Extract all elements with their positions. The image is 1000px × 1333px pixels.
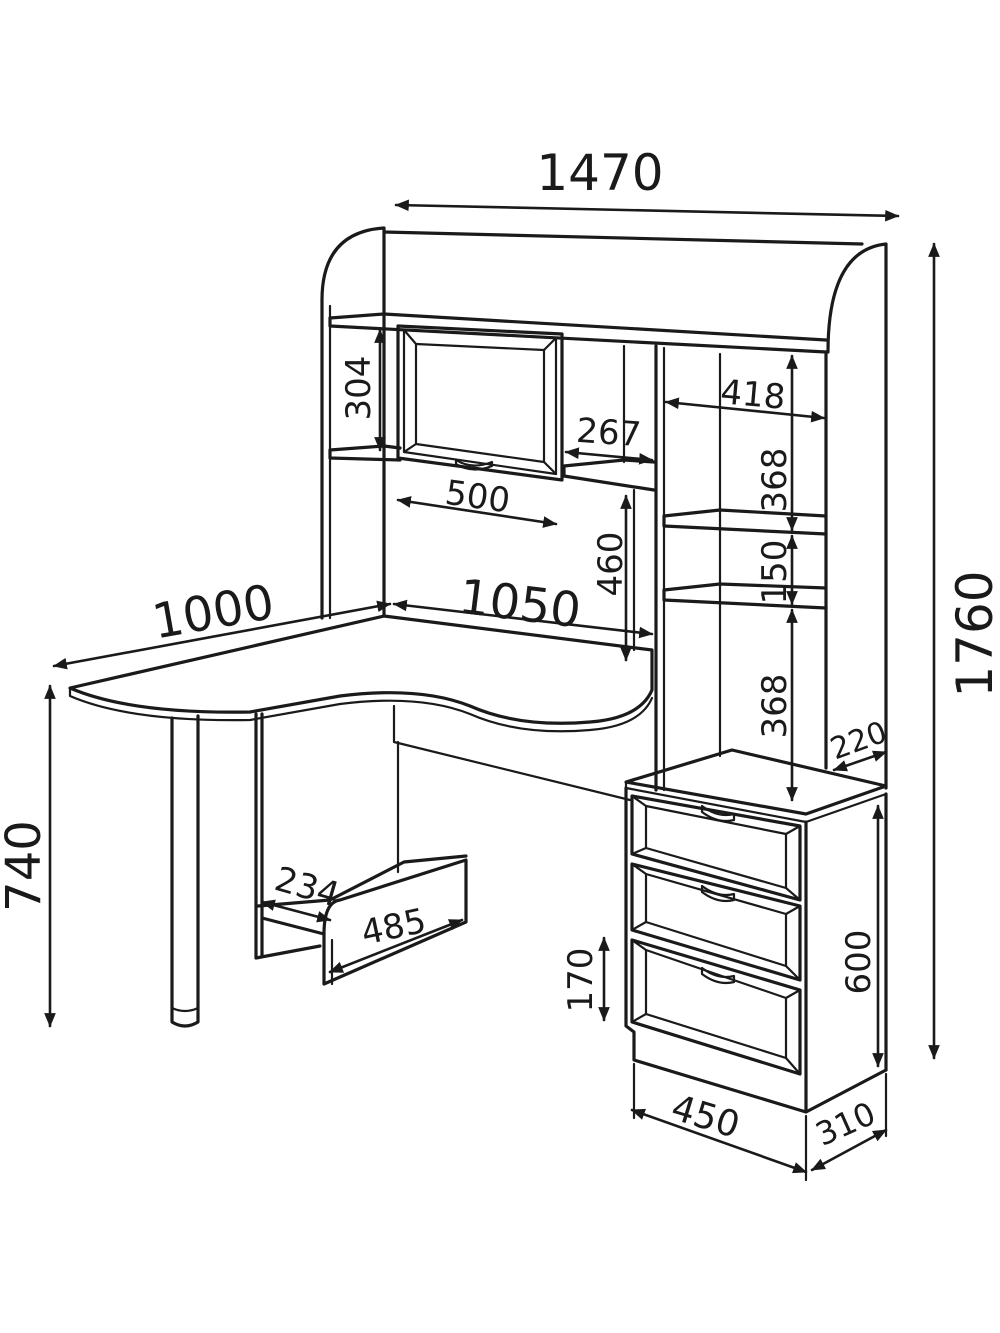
pedestal-body bbox=[624, 786, 888, 1114]
left-side-panel bbox=[320, 226, 386, 620]
desktop bbox=[68, 614, 654, 1028]
label-220: 220 bbox=[826, 715, 892, 767]
left-lower-shelf bbox=[328, 444, 402, 462]
rack-shelf-2 bbox=[662, 582, 828, 610]
dim-line-220 bbox=[832, 750, 888, 772]
dim-line-450 bbox=[630, 1108, 808, 1174]
dim-line-485 bbox=[328, 918, 464, 974]
support-leg bbox=[170, 714, 200, 1028]
middle-shelf-267 bbox=[562, 458, 656, 492]
label-418: 418 bbox=[719, 372, 787, 418]
label-368-bottom: 368 bbox=[755, 674, 795, 739]
upper-cabinet bbox=[396, 324, 564, 482]
desktop-surface bbox=[68, 614, 654, 725]
label-304: 304 bbox=[339, 356, 379, 421]
dim-line-310 bbox=[810, 1128, 888, 1172]
label-600: 600 bbox=[839, 930, 879, 995]
label-267: 267 bbox=[575, 411, 643, 455]
right-side-panel bbox=[826, 242, 888, 790]
label-1000: 1000 bbox=[148, 574, 278, 650]
drawer-1-handle-icon[interactable] bbox=[700, 804, 736, 823]
label-460: 460 bbox=[591, 532, 631, 597]
label-450: 450 bbox=[667, 1087, 745, 1146]
drawer-pedestal bbox=[624, 748, 888, 1114]
cabinet-handle-icon[interactable] bbox=[454, 458, 494, 471]
label-1470: 1470 bbox=[536, 144, 663, 202]
dim-line-1000 bbox=[52, 600, 392, 670]
drawer-3[interactable] bbox=[630, 938, 802, 1076]
label-150: 150 bbox=[755, 540, 795, 605]
back-top-edge bbox=[382, 230, 864, 246]
label-368-top: 368 bbox=[755, 448, 795, 513]
dim-line-267 bbox=[564, 447, 654, 465]
dim-line-234 bbox=[260, 899, 332, 923]
label-500: 500 bbox=[443, 473, 513, 522]
under-desk-support bbox=[254, 712, 322, 960]
label-740: 740 bbox=[0, 820, 52, 912]
hutch bbox=[320, 226, 888, 792]
dim-line-500 bbox=[396, 496, 558, 528]
drawer-2[interactable] bbox=[630, 862, 802, 982]
label-1760: 1760 bbox=[946, 570, 1000, 697]
pedestal-top bbox=[624, 748, 888, 816]
label-485: 485 bbox=[358, 901, 430, 954]
dimension-lines bbox=[44, 199, 940, 1182]
drawer-2-handle-icon[interactable] bbox=[700, 884, 736, 903]
drawer-1[interactable] bbox=[630, 794, 802, 902]
modesty-panel bbox=[392, 704, 632, 802]
dim-line-1470 bbox=[394, 199, 900, 222]
label-170: 170 bbox=[561, 948, 601, 1013]
dim-line-1050 bbox=[392, 599, 654, 639]
desktop-edge bbox=[68, 686, 654, 733]
rack-shelf-1 bbox=[662, 508, 828, 536]
drawer-3-handle-icon[interactable] bbox=[700, 966, 736, 985]
top-shelf bbox=[328, 312, 828, 354]
